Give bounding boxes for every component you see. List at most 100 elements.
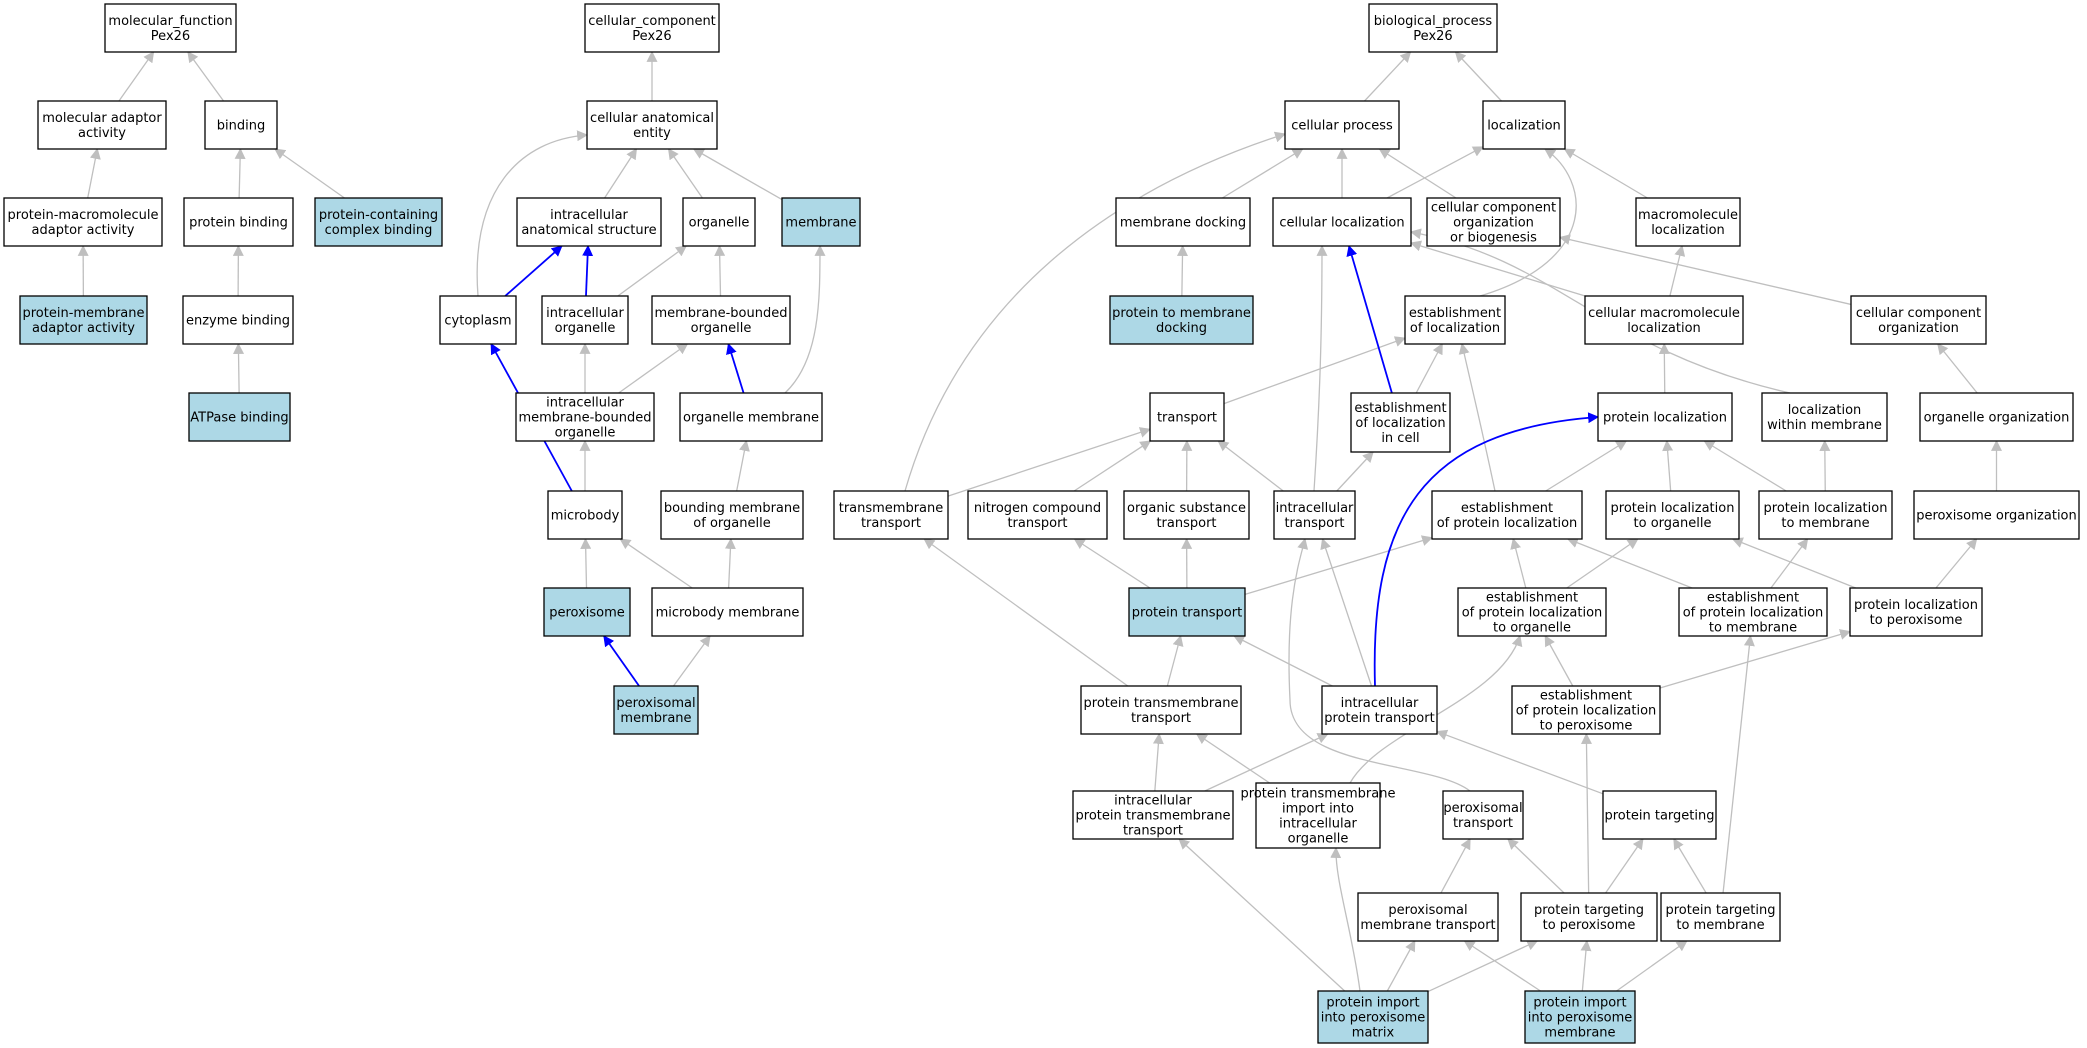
node-box: [1678, 587, 1828, 637]
edge-prot_target_perox-to-est_prot_loc_perox: [1580, 732, 1592, 894]
node-label-line: transport: [1156, 516, 1216, 531]
node-prot-loc[interactable]: protein localization: [1597, 392, 1733, 442]
node-binding[interactable]: binding: [204, 100, 278, 150]
node-label-line: protein localization: [1854, 598, 1978, 613]
node-label-line: protein-membrane: [22, 306, 144, 321]
node-perox-org[interactable]: peroxisome organization: [1913, 490, 2080, 540]
node-label-line: cellular macromolecule: [1588, 306, 1740, 321]
node-label-line: organelle: [691, 321, 752, 336]
node-label-line: organic substance: [1127, 501, 1246, 516]
edge-transport-to-est_loc: [1223, 336, 1407, 405]
edge-est_prot_loc_perox-to-est_prot_loc_org: [1544, 635, 1574, 687]
node-label-line: transport: [1123, 824, 1183, 839]
node-box: [613, 685, 699, 735]
node-transport[interactable]: transport: [1149, 392, 1225, 442]
edge-ic_organelle-to-organelle: [617, 245, 688, 297]
node-mem-docking[interactable]: membrane docking: [1115, 197, 1251, 247]
node-organelle[interactable]: organelle: [682, 197, 756, 247]
edge-ias-to-cae: [604, 148, 638, 199]
node-microbody[interactable]: microbody: [547, 490, 623, 540]
node-label-line: complex binding: [325, 223, 433, 238]
node-org-membrane[interactable]: organelle membrane: [679, 392, 823, 442]
node-cell-loc[interactable]: cellular localization: [1272, 197, 1412, 247]
node-label-line: establishment: [1354, 401, 1446, 416]
node-label-line: into peroxisome: [1321, 1011, 1426, 1026]
node-label-line: microbody membrane: [656, 606, 800, 621]
node-prot-targeting[interactable]: protein targeting: [1602, 790, 1717, 840]
node-atpase[interactable]: ATPase binding: [188, 392, 291, 442]
node-box: [679, 392, 823, 442]
node-org-org[interactable]: organelle organization: [1919, 392, 2074, 442]
node-prot-binding[interactable]: protein binding: [183, 197, 294, 247]
node-cell-proc[interactable]: cellular process: [1284, 100, 1400, 150]
node-label-line: transport: [1131, 711, 1191, 726]
node-label-line: within membrane: [1767, 418, 1882, 433]
node-cytoplasm[interactable]: cytoplasm: [439, 295, 517, 345]
node-label-line: in cell: [1381, 431, 1419, 446]
node-label-line: membrane-bounded: [518, 411, 651, 426]
edge-prot_target_perox-to-prot_targeting: [1605, 838, 1644, 894]
node-label-line: to membrane: [1709, 621, 1797, 636]
edge-binding-to-mf: [187, 51, 225, 102]
node-box: [1602, 790, 1717, 840]
node-peroxisome[interactable]: peroxisome: [543, 587, 631, 637]
node-box: [182, 295, 294, 345]
node-localization[interactable]: localization: [1482, 100, 1566, 150]
edge-microbody_mem-to-microbody: [619, 538, 693, 589]
edge-cell_macro_loc-to-cell_loc: [1409, 240, 1586, 297]
node-box: [833, 490, 949, 540]
node-enzyme-binding[interactable]: enzyme binding: [182, 295, 294, 345]
node-membrane[interactable]: membrane: [781, 197, 861, 247]
node-prot-transport[interactable]: protein transport: [1128, 587, 1246, 637]
node-label-line: protein to membrane: [1112, 306, 1251, 321]
node-box: [1520, 892, 1658, 942]
node-label-line: protein-containing: [319, 208, 438, 223]
node-label-line: Pex26: [632, 29, 671, 44]
node-microbody-mem[interactable]: microbody membrane: [651, 587, 804, 637]
edge-cell_loc-to-localization: [1386, 146, 1484, 199]
